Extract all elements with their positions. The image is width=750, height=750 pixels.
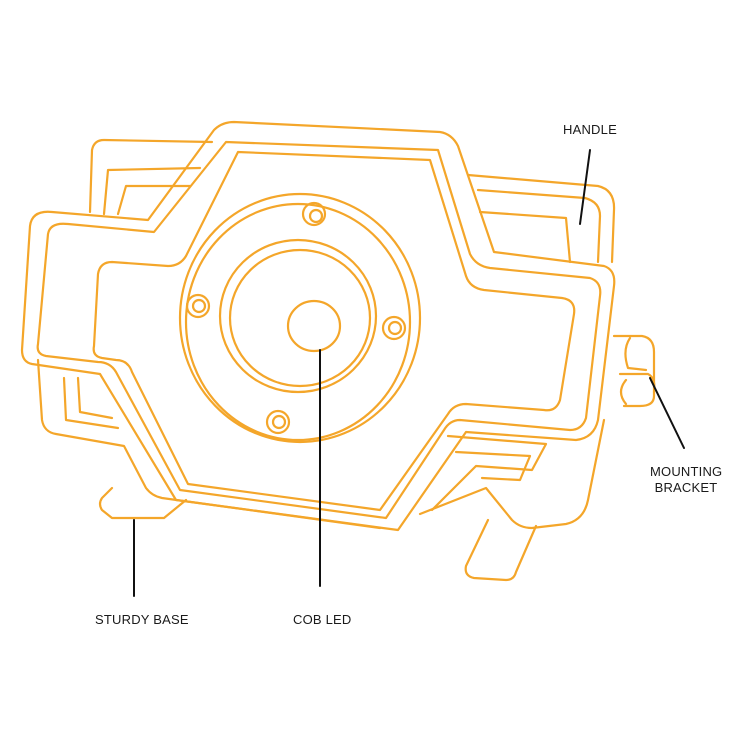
lower-frame-front — [36, 358, 382, 530]
mounting-bracket-ring2 — [618, 372, 656, 394]
back-frame-left — [88, 138, 214, 214]
handle-frame-inner2 — [478, 210, 572, 264]
callout-leaders — [133, 149, 685, 597]
lens-ring-outer — [218, 238, 378, 394]
mounting-bracket-ring3 — [619, 378, 628, 406]
lens-ring-inner — [228, 248, 372, 388]
lower-frame-right-inner — [430, 434, 548, 512]
back-frame-left-inner — [102, 166, 202, 216]
sturdy-base-label: STURDY BASE — [95, 612, 189, 627]
handle-label: HANDLE — [563, 122, 617, 137]
mounting-bracket-label: MOUNTING BRACKET — [650, 464, 722, 496]
lower-frame-right-inner2 — [454, 450, 532, 482]
mounting-bracket-knob — [612, 334, 656, 408]
leader-mounting-bracket — [649, 377, 685, 449]
work-light-outline — [20, 120, 656, 582]
cob-led-chip — [286, 299, 342, 353]
back-frame-left-inner2 — [116, 184, 192, 216]
handle-frame-outer — [466, 173, 616, 264]
face-panel — [92, 150, 576, 512]
screw-bottom — [265, 409, 291, 435]
leader-handle — [579, 149, 591, 225]
lower-frame-rib1 — [62, 376, 120, 430]
body-inner — [36, 140, 602, 520]
screw-top — [301, 201, 327, 227]
lower-frame-right — [418, 418, 606, 530]
body-outer — [20, 120, 616, 532]
base-foot-left — [98, 486, 188, 520]
handle-frame-inner — [476, 188, 602, 264]
lens-bezel-outer — [178, 192, 422, 444]
mounting-label-line2: BRACKET — [654, 480, 718, 495]
lens-bezel-inner — [184, 202, 412, 442]
screw-right — [381, 315, 407, 341]
cob-led-label: COB LED — [293, 612, 352, 627]
screw-left — [185, 293, 211, 319]
mounting-bracket-ring1 — [624, 336, 648, 372]
base-leg-right — [464, 518, 538, 582]
lower-frame-rib2 — [76, 376, 114, 420]
mounting-label-line1: MOUNTING — [650, 464, 723, 479]
